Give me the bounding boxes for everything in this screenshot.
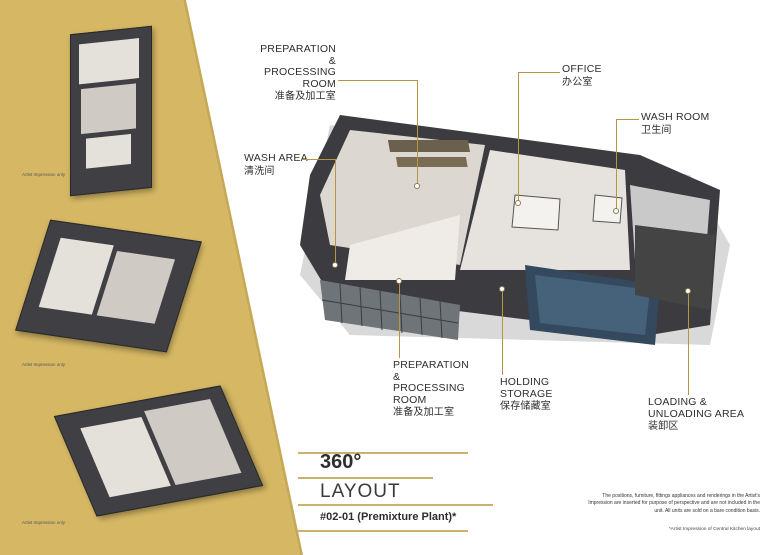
thumbnail-top-view xyxy=(70,25,152,197)
leader-line xyxy=(502,290,503,375)
leader-line xyxy=(302,159,336,160)
label-wash-area: WASH AREA 清洗间 xyxy=(244,152,308,177)
marker-dot xyxy=(396,278,402,284)
label-prep-room-bottom: PREPARATION & PROCESSING ROOM 准备及加工室 xyxy=(393,359,469,419)
title-stripe xyxy=(298,452,468,454)
title-360: 360° xyxy=(320,451,362,473)
label-prep-room-top: PREPARATION & PROCESSING ROOM 准备及加工室 xyxy=(260,43,336,103)
footnote-text: *Artist Impression of Central Kitchen la… xyxy=(668,527,760,532)
marker-dot xyxy=(515,200,521,206)
artist-impression-note: Artist Impression only xyxy=(22,172,66,177)
marker-dot xyxy=(613,208,619,214)
marker-dot xyxy=(499,286,505,292)
leader-line xyxy=(338,80,418,81)
leader-line xyxy=(399,282,400,358)
title-layout: LAYOUT xyxy=(320,481,401,502)
label-loading-area: LOADING & UNLOADING AREA 装卸区 xyxy=(648,396,745,433)
leader-line xyxy=(518,72,519,202)
title-stripe xyxy=(298,504,493,506)
disclaimer-text: The positions, furniture, fittings appli… xyxy=(588,493,760,514)
marker-dot xyxy=(332,262,338,268)
unit-code: #02-01 (Premixture Plant)* xyxy=(320,511,457,523)
leader-line xyxy=(518,72,560,73)
artist-impression-note: Artist Impression only xyxy=(22,362,66,367)
leader-line xyxy=(335,159,336,264)
marker-dot xyxy=(685,288,691,294)
title-stripe xyxy=(298,530,468,532)
leader-line xyxy=(616,119,639,120)
leader-line xyxy=(417,80,418,185)
marker-dot xyxy=(414,183,420,189)
main-floor-plan xyxy=(300,115,730,345)
leader-line xyxy=(616,119,617,209)
label-office: OFFICE 办公室 xyxy=(562,63,602,88)
title-stripe xyxy=(298,477,433,479)
leader-line xyxy=(688,292,689,395)
label-holding-storage: HOLDING STORAGE 保存储藏室 xyxy=(500,376,553,413)
label-wash-room: WASH ROOM 卫生间 xyxy=(641,111,710,136)
artist-impression-note: Artist Impression only xyxy=(22,520,66,525)
